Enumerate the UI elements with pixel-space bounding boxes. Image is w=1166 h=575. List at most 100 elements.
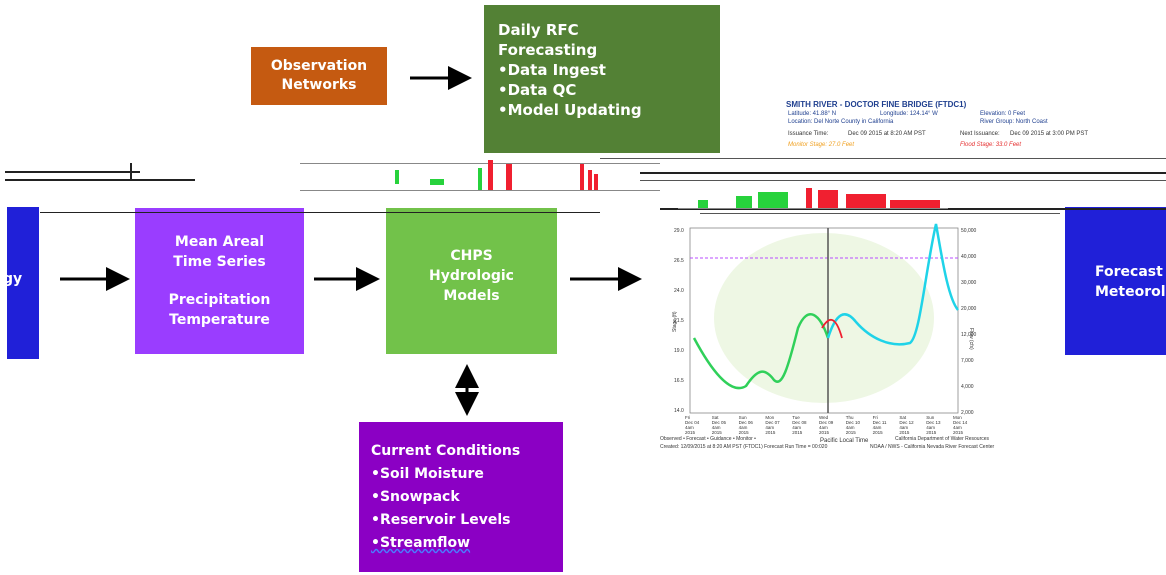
x-tick-label: Sat — [899, 415, 907, 420]
x-tick-label: 2015 — [792, 430, 803, 435]
chps-hydrologic-models-box: CHPS Hydrologic Models — [386, 208, 557, 354]
y-left-tick-label: 16.5 — [674, 378, 684, 384]
current-item-soil-moisture: •Soil Moisture — [371, 466, 484, 482]
x-tick-label: Fri — [873, 415, 878, 420]
current-conditions-title: Current Conditions — [371, 443, 521, 459]
hydrograph-longitude: Longitude: 124.14° W — [880, 111, 938, 117]
x-tick-label: 2015 — [765, 430, 776, 435]
x-tick-label: Dec 05 — [712, 420, 727, 425]
mean-areal-item-temperature: Temperature — [169, 312, 270, 328]
x-tick-label: 2015 — [739, 430, 750, 435]
strip-bar — [588, 170, 592, 190]
strip-bar — [736, 196, 752, 208]
mean-areal-title: Mean Areal Time Series — [173, 234, 266, 270]
strip-line — [640, 172, 1166, 174]
daily-rfc-item-data-qc: •Data QC — [498, 81, 577, 99]
x-tick-label: 4am — [953, 425, 962, 430]
y-right-tick-label: 7,000 — [961, 358, 974, 364]
observation-networks-box: Observation Networks — [251, 47, 387, 105]
x-tick-label: Dec 13 — [926, 420, 941, 425]
strip-line — [130, 163, 132, 181]
daily-rfc-forecasting-box: Daily RFC Forecasting •Data Ingest •Data… — [484, 5, 720, 153]
x-tick-label: 2015 — [926, 430, 937, 435]
hydrograph-issuance-value: Dec 09 2015 at 8:20 AM PST — [848, 131, 926, 137]
hydrograph-location: Location: Del Norte County in California — [788, 119, 894, 125]
y-left-tick-label: 26.5 — [674, 258, 684, 264]
hydrograph-legend: Observed • Forecast • Guidance • Monitor… — [660, 436, 756, 442]
hydrograph-footer-right-2: NOAA / NWS - California Nevada River For… — [870, 444, 995, 450]
daily-rfc-item-model-updating: •Model Updating — [498, 101, 642, 119]
x-tick-label: Sat — [712, 415, 720, 420]
strip-bar — [806, 188, 812, 208]
x-tick-label: Dec 07 — [765, 420, 780, 425]
current-item-snowpack: •Snowpack — [371, 489, 460, 505]
mean-areal-item-precipitation: Precipitation — [168, 292, 271, 308]
x-tick-label: 2015 — [712, 430, 723, 435]
forecast-stage-line — [826, 223, 960, 346]
hydrograph-elevation: Elevation: 0 Feet — [980, 111, 1026, 117]
daily-rfc-item-data-ingest: •Data Ingest — [498, 61, 606, 79]
strip-line — [678, 208, 948, 209]
x-tick-label: 2015 — [846, 430, 857, 435]
x-tick-label: Wed — [819, 415, 829, 420]
y-right-tick-label: 30,000 — [961, 280, 977, 286]
strip-bar — [698, 200, 708, 208]
x-tick-label: 4am — [712, 425, 721, 430]
strip-line — [40, 212, 600, 213]
left-partial-box: gy — [3, 207, 39, 359]
chps-label: CHPS Hydrologic Models — [429, 248, 514, 304]
strip-line — [700, 213, 1060, 214]
x-tick-label: 2015 — [953, 430, 964, 435]
x-tick-label: Dec 09 — [819, 420, 834, 425]
hydrograph-title: SMITH RIVER - DOCTOR FINE BRIDGE (FTDC1) — [786, 100, 967, 109]
x-tick-label: 2015 — [873, 430, 884, 435]
current-item-reservoir-levels: •Reservoir Levels — [371, 512, 511, 528]
strip-bar — [594, 174, 598, 190]
y-right-tick-label: 4,000 — [961, 384, 974, 390]
x-tick-label: Dec 12 — [899, 420, 914, 425]
forecast-meteorology-box: Forecast Meteorolo — [1065, 207, 1166, 355]
x-tick-label: Sun — [926, 415, 935, 420]
x-tick-label: 2015 — [819, 430, 830, 435]
strip-line — [300, 163, 660, 164]
y-right-tick-label: 20,000 — [961, 306, 977, 312]
x-tick-label: Dec 10 — [846, 420, 861, 425]
daily-rfc-title: Daily RFC Forecasting — [498, 21, 598, 59]
hydrograph-x-axis-label: Pacific Local Time — [820, 438, 869, 444]
y-left-tick-label: 29.0 — [674, 228, 684, 234]
y-right-tick-label: 2,000 — [961, 410, 974, 416]
x-tick-label: Dec 06 — [739, 420, 754, 425]
x-tick-label: 4am — [739, 425, 748, 430]
strip-bar — [478, 168, 482, 190]
forecast-meteorology-label: Forecast Meteorolo — [1095, 264, 1166, 300]
x-tick-label: Sun — [739, 415, 748, 420]
precip-strip — [678, 182, 948, 212]
strip-line — [5, 179, 195, 181]
strip-bar — [506, 164, 512, 190]
current-item-streamflow: •Streamflow — [371, 535, 471, 551]
x-tick-label: 4am — [846, 425, 855, 430]
strip-bar — [395, 170, 399, 184]
x-tick-label: 2015 — [685, 430, 696, 435]
x-tick-label: Dec 04 — [685, 420, 700, 425]
hydrograph-monitor-stage: Monitor Stage: 27.0 Feet — [788, 142, 855, 148]
x-tick-label: Fri — [685, 415, 690, 420]
x-tick-label: Thu — [846, 415, 854, 420]
x-tick-label: 4am — [873, 425, 882, 430]
strip-bar — [580, 164, 584, 190]
hydrograph-footer-left: Created: 12/09/2015 at 8:20 AM PST (FTDC… — [660, 444, 828, 450]
x-tick-label: 4am — [899, 425, 908, 430]
left-partial-label: gy — [3, 271, 23, 287]
strip-bar — [758, 192, 788, 208]
x-tick-label: 2015 — [899, 430, 910, 435]
strip-line — [640, 180, 1166, 181]
hydrograph-y-left-label: Stage (ft) — [672, 311, 678, 332]
x-tick-label: Mon — [953, 415, 962, 420]
hydrograph-latitude: Latitude: 41.88° N — [788, 111, 837, 117]
y-left-tick-label: 24.0 — [674, 288, 684, 294]
hydrograph-chart: Pacific Local Time Stage (ft) Flow (cfs)… — [672, 223, 977, 444]
strip-line — [660, 208, 1166, 210]
x-tick-label: 4am — [792, 425, 801, 430]
y-left-tick-label: 14.0 — [674, 408, 684, 414]
